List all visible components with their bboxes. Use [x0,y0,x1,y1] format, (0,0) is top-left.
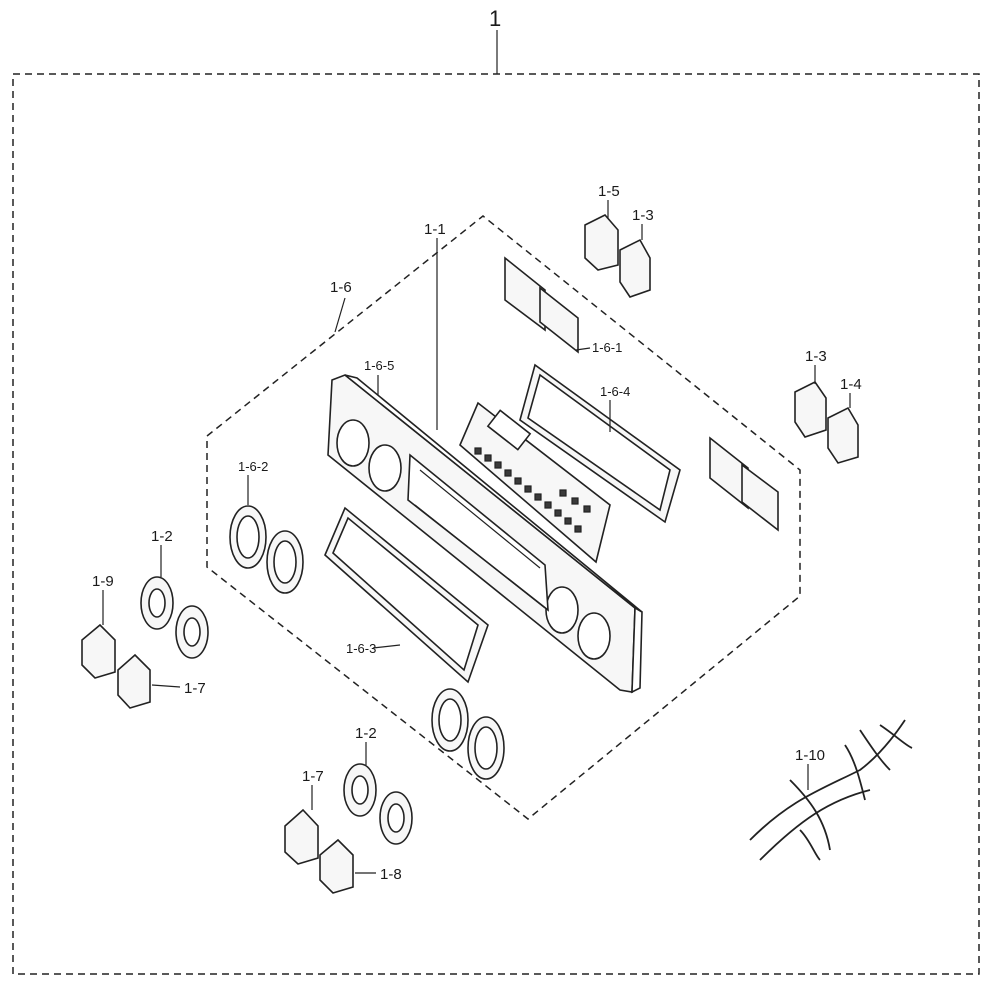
label-1-1: 1-1 [424,221,446,238]
label-1-6-1: 1-6-1 [592,340,622,355]
control-panel-boundary [206,215,801,820]
label-1-3-top: 1-3 [632,207,654,224]
panel-frame [327,374,643,694]
bezel-rings-right [431,688,505,780]
label-1-9: 1-9 [92,573,114,590]
label-1-7-left: 1-7 [184,680,206,697]
leader-lines [102,200,851,874]
switch-1-5 [584,214,619,271]
label-assembly: 1 [489,6,501,31]
window-right [519,363,681,524]
label-1-8: 1-8 [380,866,402,883]
label-1-2-top: 1-2 [151,528,173,545]
bezel-rings-left [229,505,304,594]
label-1-4: 1-4 [840,376,862,393]
label-1-6-5: 1-6-5 [364,358,394,373]
bracket-top [504,256,579,354]
label-1-6-3: 1-6-3 [346,641,376,656]
display-board [459,401,611,564]
label-1-7-bottom: 1-7 [302,768,324,785]
label-1-2-bottom: 1-2 [355,725,377,742]
switch-1-4 [827,406,859,464]
bracket-right [709,436,779,532]
label-1-5: 1-5 [598,183,620,200]
assembly-boundary [12,73,980,975]
label-1-10: 1-10 [795,747,825,764]
knobs-bottom-group [284,763,413,894]
switch-1-3-right [794,380,827,438]
knobs-left-group [81,576,209,709]
label-1-3-right: 1-3 [805,348,827,365]
wire-harness [749,719,913,861]
switch-1-3-top [619,238,651,298]
label-1-6-4: 1-6-4 [600,384,630,399]
label-1-6: 1-6 [330,279,352,296]
label-1-6-2: 1-6-2 [238,459,268,474]
window-left [324,506,489,684]
